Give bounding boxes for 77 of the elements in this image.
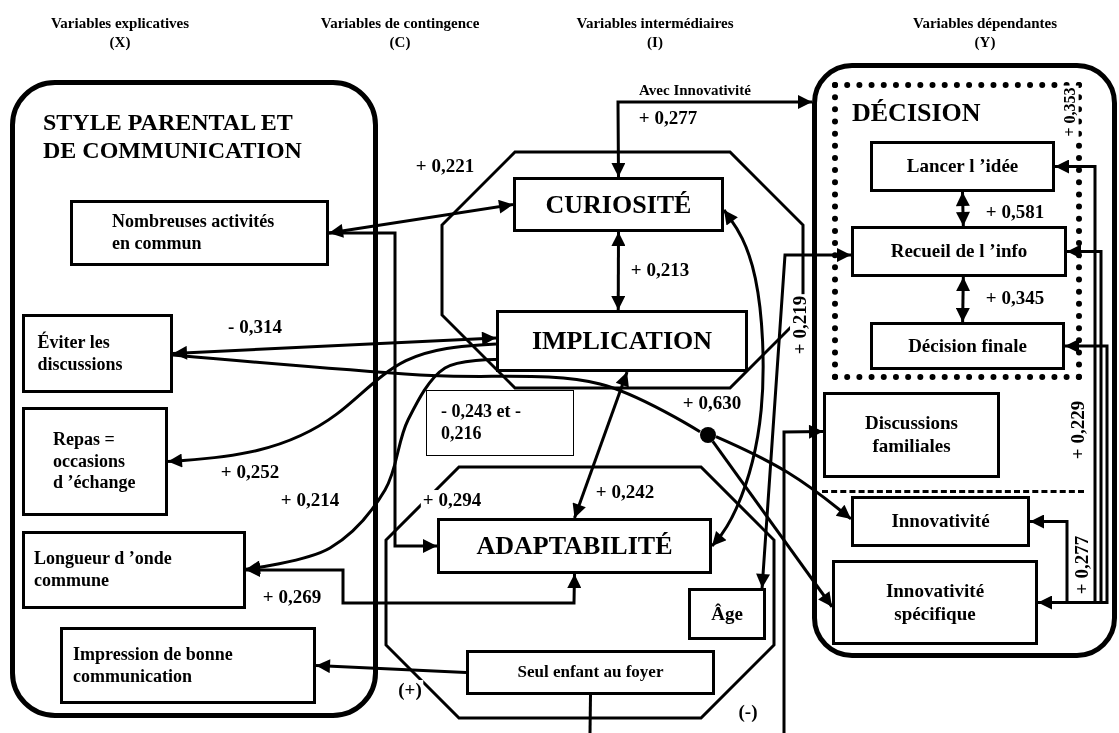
junction-dot xyxy=(700,427,716,443)
edge-label: + 0,214 xyxy=(278,490,342,510)
edge-label: - 0,314 xyxy=(226,317,284,337)
variable-box xyxy=(823,392,1000,478)
box-label: IMPLICATION xyxy=(531,325,713,357)
box-label: Seul enfant au foyer xyxy=(517,662,664,683)
arrow xyxy=(611,232,626,310)
edge-label: + 0,277 xyxy=(636,108,700,128)
variable-box xyxy=(22,407,168,516)
box-label: Repas = occasions d ’échange xyxy=(53,429,137,494)
arrow xyxy=(955,276,971,323)
group-heading: DÉCISION xyxy=(852,98,981,128)
box-label: Impression de bonne communication xyxy=(73,643,234,688)
edge-label: + 0,213 xyxy=(628,260,692,280)
box-label: Nombreuses activités en commun xyxy=(112,211,276,255)
edge-label: (+) xyxy=(396,680,424,700)
variable-box xyxy=(851,226,1067,277)
group-heading: STYLE PARENTAL ET DE COMMUNICATION xyxy=(43,109,303,165)
arrow xyxy=(1030,514,1069,610)
edge-label: + 0,252 xyxy=(218,462,282,482)
arrow xyxy=(955,191,970,227)
variable-box xyxy=(466,650,715,695)
variable-box xyxy=(22,314,173,393)
variable-box xyxy=(851,496,1030,547)
box-label: CURIOSITÉ xyxy=(545,188,692,221)
arrow xyxy=(715,435,852,521)
box-label: Lancer l ’idée xyxy=(906,155,1019,178)
box-label: Discussions familiales xyxy=(864,412,959,458)
variable-box xyxy=(60,627,316,704)
edge-label: + 0,242 xyxy=(593,482,657,502)
arrow xyxy=(246,563,582,605)
arrow xyxy=(756,248,851,589)
edge-label: + 0,221 xyxy=(413,156,477,176)
arrow xyxy=(782,424,823,733)
arrow xyxy=(172,331,497,360)
edge-label: + 0,277 xyxy=(1072,533,1092,597)
box-label: Éviter les discussions xyxy=(37,331,124,376)
arrow xyxy=(611,94,812,177)
note-box xyxy=(426,390,574,456)
edge-label: + 0,219 xyxy=(790,293,810,357)
box-label: - 0,243 et - 0,216 xyxy=(441,401,521,445)
edge-label: + 0,229 xyxy=(1068,398,1088,462)
variable-box xyxy=(688,588,766,640)
edge-label: + 0,345 xyxy=(983,288,1047,308)
edge-label: (-) xyxy=(736,702,760,722)
box-label: Longueur d ’onde commune xyxy=(34,548,173,592)
arrow xyxy=(328,199,514,238)
variable-box xyxy=(437,518,712,574)
box-label: Décision finale xyxy=(908,334,1027,358)
box-label: Recueil de l ’info xyxy=(890,240,1028,263)
arrow xyxy=(245,358,496,575)
variable-box xyxy=(870,141,1055,192)
variable-box xyxy=(70,200,329,266)
variable-box xyxy=(870,322,1065,370)
arrow xyxy=(710,209,765,547)
box-label: Innovativité spécifique xyxy=(884,579,986,626)
arrow xyxy=(572,371,629,519)
variable-box xyxy=(832,560,1038,645)
variable-box xyxy=(513,177,724,232)
box-label: ADAPTABILITÉ xyxy=(476,530,673,562)
dotted-group-frame xyxy=(832,82,1082,380)
edge-label: + 0,294 xyxy=(420,490,484,510)
edge-label: + 0,581 xyxy=(983,202,1047,222)
group-panel xyxy=(812,63,1117,658)
edge-label: + 0,630 xyxy=(680,393,744,413)
box-label: Innovativité xyxy=(891,510,990,533)
arrow xyxy=(711,440,834,608)
group-panel xyxy=(10,80,378,718)
arrow xyxy=(329,231,437,553)
box-label: Âge xyxy=(711,602,743,626)
variable-box xyxy=(496,310,748,372)
octagon-frame xyxy=(384,465,776,720)
variable-box xyxy=(22,531,246,609)
edge-label: + 0,269 xyxy=(260,587,324,607)
edge-label: + 0,353 xyxy=(1061,85,1079,139)
arrow xyxy=(315,659,467,674)
arrow xyxy=(167,342,497,468)
